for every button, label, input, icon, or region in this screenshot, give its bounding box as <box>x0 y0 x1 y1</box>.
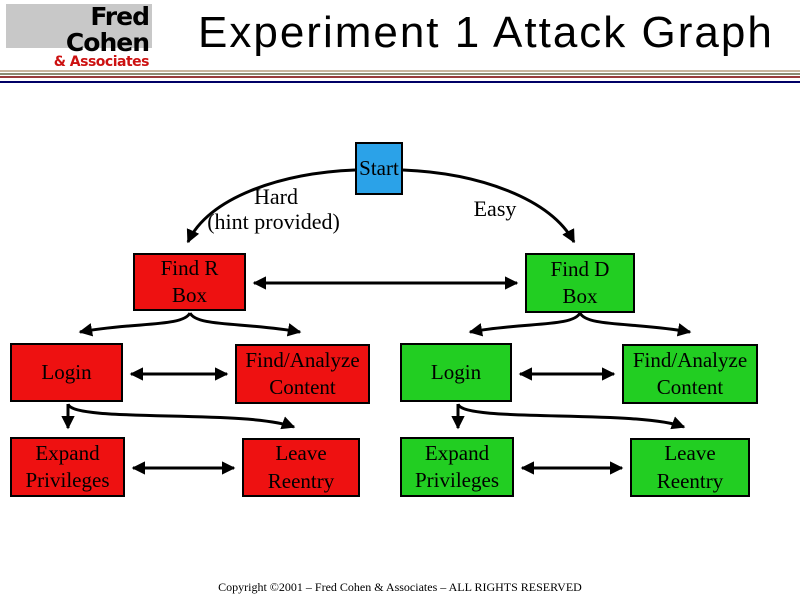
edge-find-r-box-to-login-left <box>78 312 192 337</box>
node-login-left-label: Login <box>41 359 92 384</box>
node-find-d-box-label: Find D Box <box>550 256 610 308</box>
header-divider-line-3 <box>0 76 800 78</box>
node-login-right-label: Login <box>430 359 482 384</box>
node-expand-privileges-right: Expand Privileges <box>400 437 514 497</box>
edge-find-r-box-to-find-analyze-left <box>188 312 302 337</box>
edge-login-right-to-leave-reentry-right <box>456 403 686 430</box>
node-find-analyze-content-right: Find/Analyze Content <box>622 344 758 404</box>
node-expand-privileges-right-label: Expand Privileges <box>415 440 499 492</box>
edge-label-easy: Easy <box>473 196 517 221</box>
header-divider-line-1 <box>0 70 800 72</box>
node-find-analyze-content-left: Find/Analyze Content <box>235 344 370 404</box>
node-leave-reentry-right: Leave Reentry <box>630 438 750 497</box>
copyright-notice: Copyright ©2001 – Fred Cohen & Associate… <box>218 580 582 594</box>
logo-company-suffix: & Associates <box>53 53 150 70</box>
edge-start-to-find-d-box <box>402 168 576 244</box>
node-find-analyze-content-right-label: Find/Analyze Content <box>632 347 748 399</box>
edge-find-d-box-to-login-right <box>468 312 582 337</box>
logo-company-name: Fred Cohen <box>65 2 150 58</box>
header-divider-line-2 <box>0 73 800 75</box>
edge-login-left-to-leave-reentry-left <box>66 403 296 430</box>
header-divider-line-4 <box>0 81 800 83</box>
edge-start-to-find-r-box <box>186 168 356 244</box>
node-find-d-box: Find D Box <box>525 253 635 313</box>
edge-find-d-box-to-find-analyze-right <box>578 312 692 337</box>
node-find-r-box-label: Find R Box <box>160 255 219 307</box>
edge-label-hint-provided: (hint provided) <box>207 209 340 234</box>
slide-title: Experiment 1 Attack Graph <box>198 8 774 57</box>
node-leave-reentry-right-label: Leave Reentry <box>656 441 724 493</box>
node-start: Start <box>355 142 403 195</box>
node-expand-privileges-left: Expand Privileges <box>10 437 125 497</box>
node-find-r-box: Find R Box <box>133 253 246 311</box>
node-leave-reentry-left-label: Leave Reentry <box>267 441 335 493</box>
node-find-analyze-content-left-label: Find/Analyze Content <box>245 347 360 399</box>
node-login-left: Login <box>10 343 123 402</box>
node-login-right: Login <box>400 343 512 402</box>
node-leave-reentry-left: Leave Reentry <box>242 438 360 497</box>
node-start-label: Start <box>359 155 399 180</box>
edge-label-hard: Hard <box>254 184 298 209</box>
company-logo: Fred Cohen & Associates <box>6 3 152 69</box>
node-expand-privileges-left-label: Expand Privileges <box>25 440 110 492</box>
